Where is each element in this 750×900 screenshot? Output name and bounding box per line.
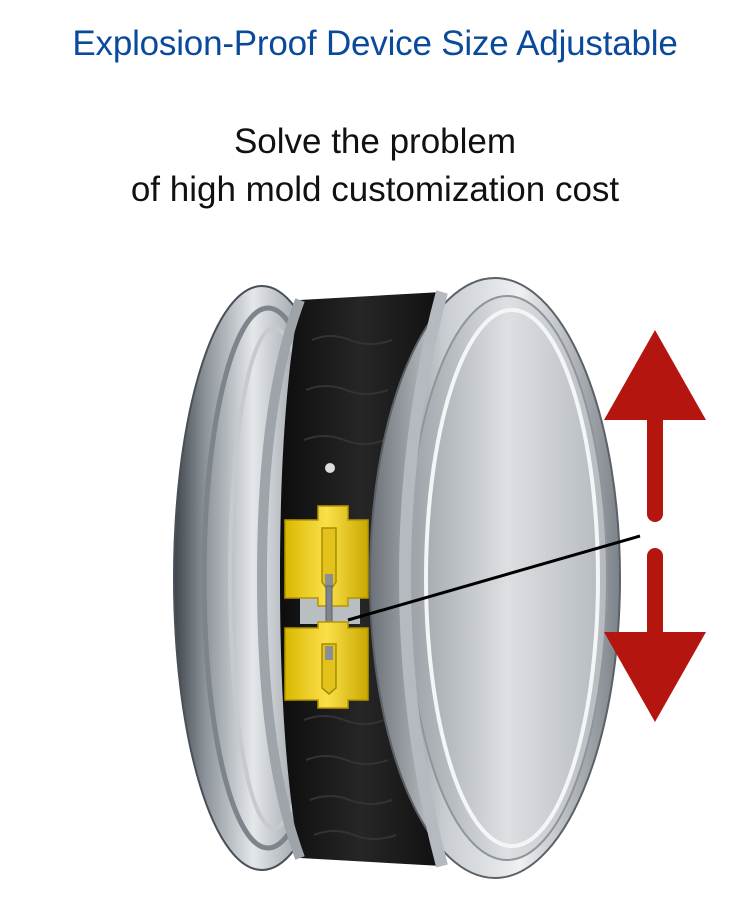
right-rim-edge: [424, 308, 600, 848]
band-hole: [325, 463, 335, 473]
double-headed-vertical-arrow-icon: [604, 330, 706, 722]
product-illustration: [173, 277, 706, 879]
yellow-clip-bottom: [284, 621, 369, 709]
pointer-line: [347, 534, 641, 622]
yellow-clip-top: [284, 505, 369, 607]
right-rim-inner: [406, 295, 608, 861]
page-title: Explosion-Proof Device Size Adjustable: [72, 24, 678, 63]
page-subtitle: Solve the problem of high mold customiza…: [0, 118, 750, 214]
subtitle-line-1: Solve the problem: [233, 122, 517, 161]
arrow-down-head: [604, 632, 706, 722]
band-texture: [303, 335, 397, 840]
left-rim-bead: [256, 298, 305, 860]
arrow-up-head: [604, 330, 706, 420]
right-rim-bead: [398, 290, 448, 868]
subtitle-line-2: of high mold customization cost: [130, 170, 620, 209]
adjustable-rim-band-icon: [173, 277, 621, 879]
